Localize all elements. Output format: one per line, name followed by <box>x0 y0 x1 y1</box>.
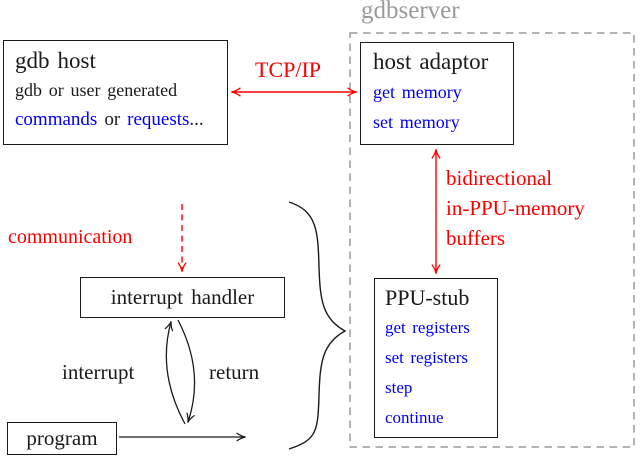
buffers-label: bidirectional in-PPU-memory buffers <box>446 163 585 253</box>
host-adaptor-item: get memory <box>373 82 462 102</box>
ppu-stub-item: continue <box>385 408 444 427</box>
host-adaptor-title: host adaptor <box>373 49 489 74</box>
interrupt-label: interrupt <box>62 360 135 384</box>
host-adaptor-box: host adaptor get memory set memory <box>360 42 514 145</box>
interrupt-handler-box: interrupt handler <box>80 277 285 318</box>
gdb-host-title: gdb host <box>15 48 96 73</box>
program-box: program <box>7 422 117 455</box>
communication-label: communication <box>8 226 133 248</box>
gdb-host-subtitle: gdb or user generated <box>15 80 178 100</box>
gdb-host-box: gdb host gdb or user generated commands … <box>3 40 228 145</box>
return-label: return <box>209 360 260 384</box>
buffers-label-line: bidirectional <box>446 166 553 190</box>
tcpip-label: TCP/IP <box>255 57 322 82</box>
gdbserver-label: gdbserver <box>361 0 460 24</box>
program-title: program <box>26 426 98 450</box>
ppu-stub-item: get registers <box>385 318 470 337</box>
ppu-stub-item: set registers <box>385 348 468 367</box>
curly-brace <box>288 201 347 450</box>
interrupt-arrow <box>164 321 186 425</box>
buffers-label-line: buffers <box>446 226 506 250</box>
ppu-stub-title: PPU-stub <box>385 285 470 310</box>
buffers-label-line: in-PPU-memory <box>446 196 585 220</box>
gdbserver-dashed-border <box>349 32 635 448</box>
interrupt-handler-title: interrupt handler <box>110 285 255 309</box>
or-word: or <box>97 109 128 130</box>
commands-word: commands <box>15 109 98 130</box>
ppu-stub-box: PPU-stub get registers set registers ste… <box>374 278 498 438</box>
requests-word: requests <box>127 109 190 130</box>
return-arrow <box>177 319 196 423</box>
host-adaptor-item: set memory <box>373 112 460 132</box>
ellipsis: ... <box>189 109 204 130</box>
gdb-host-commands-line: commands or requests... <box>15 105 216 134</box>
ppu-stub-item: step <box>385 378 413 397</box>
